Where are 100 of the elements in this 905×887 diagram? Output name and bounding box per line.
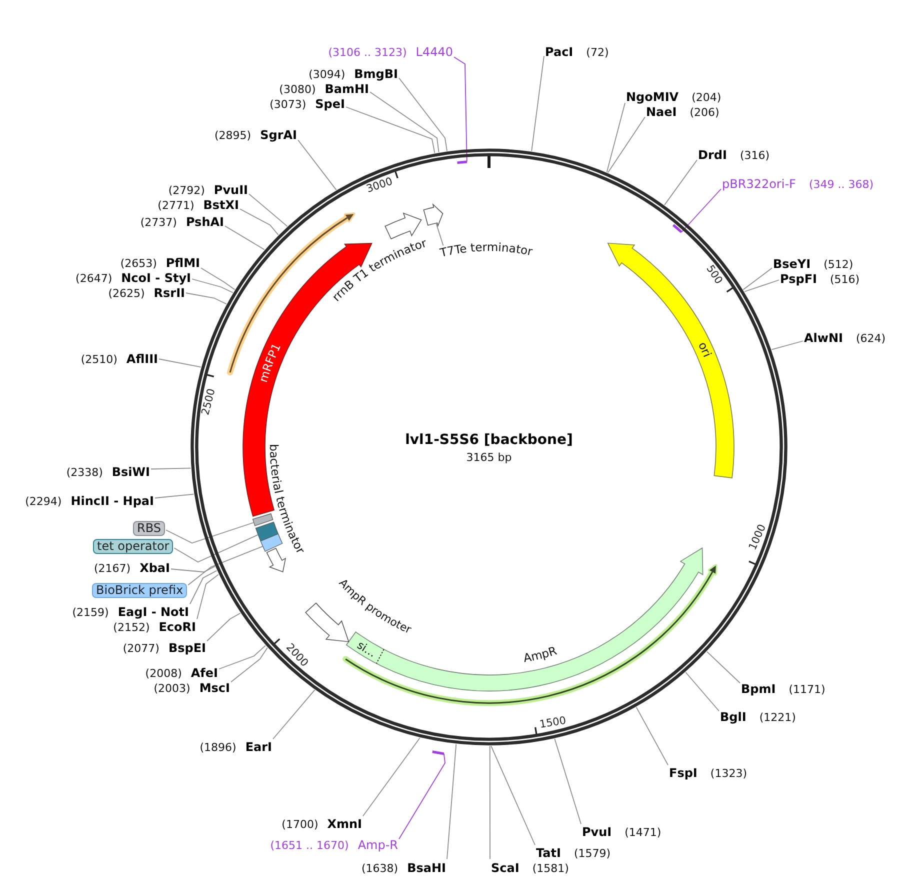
leader-line <box>196 574 219 620</box>
enzyme-name: BmgBI <box>354 67 398 81</box>
site-position: (2003) <box>154 682 190 696</box>
sequence-length: 3165 bp <box>466 451 512 464</box>
site-position: (512) <box>824 258 854 272</box>
site-position: (624) <box>856 332 886 346</box>
primer-mark <box>672 224 682 234</box>
leader-line <box>490 746 536 846</box>
enzyme-name: NgoMIV <box>626 90 679 104</box>
enzyme-name: BamHI <box>324 82 369 96</box>
enzyme-name: BsaHI <box>407 861 446 875</box>
enzyme-name: BseYI <box>773 257 811 271</box>
leader-line <box>186 292 227 304</box>
site-position: (1581) <box>532 862 569 876</box>
leader-line <box>218 645 266 670</box>
leader-line <box>298 140 337 190</box>
site-position: (2771) <box>158 199 194 213</box>
leader-line <box>531 56 544 152</box>
site-position: (1638) <box>362 862 398 876</box>
primer-mark <box>457 160 467 164</box>
leader-line <box>166 522 254 544</box>
leader-line <box>272 690 316 740</box>
site-position: (1323) <box>710 767 747 781</box>
leader-line <box>192 278 234 294</box>
site-position: (2792) <box>168 184 205 198</box>
feature-label: T7Te terminator <box>438 240 534 260</box>
enzyme-name: EarI <box>245 740 272 754</box>
leader-line <box>664 160 698 206</box>
site-position: (3073) <box>270 98 306 112</box>
primer-position: (3106 .. 3123) <box>328 46 407 60</box>
enzyme-name: NcoI - StyI <box>121 271 191 285</box>
leader-line <box>742 268 772 290</box>
leader-line <box>706 651 740 684</box>
primer-name: L4440 <box>416 45 453 59</box>
site-position: (2895) <box>214 129 252 143</box>
site-position: (2294) <box>25 495 62 509</box>
leader-line <box>636 706 668 766</box>
leader-line <box>607 116 646 174</box>
primer-position: (1651 .. 1670) <box>270 839 349 853</box>
site-position: (1700) <box>282 818 318 832</box>
enzyme-name: ScaI <box>491 861 520 875</box>
leader-line <box>174 534 259 562</box>
leader-line <box>771 340 804 350</box>
feature-tag: tet operator <box>93 538 174 554</box>
site-position: (2159) <box>72 606 109 620</box>
leader-line <box>248 194 288 227</box>
enzyme-name: AfeI <box>190 666 218 680</box>
site-position: (1579) <box>574 847 611 861</box>
leader-line <box>606 102 626 173</box>
enzyme-name: EcoRI <box>158 620 196 634</box>
leader-line <box>398 753 446 840</box>
leader-line <box>554 738 582 824</box>
feature-tag: BioBrick prefix <box>92 582 188 598</box>
site-position: (2338) <box>66 466 103 480</box>
leader-line <box>436 222 444 246</box>
leader-line <box>346 106 436 154</box>
feature-label: ori <box>696 340 714 360</box>
site-position: (206) <box>690 106 720 120</box>
enzyme-name: PvuII <box>214 183 248 197</box>
site-position: (2625) <box>108 287 145 301</box>
leader-line <box>681 188 722 233</box>
site-position: (2647) <box>76 272 112 286</box>
enzyme-name: PflMI <box>166 256 200 270</box>
site-position: (2152) <box>113 621 150 635</box>
enzyme-name: RsrII <box>154 286 185 300</box>
leader-line <box>446 744 457 860</box>
enzyme-name: BstXI <box>203 198 239 212</box>
leader-line <box>154 494 194 498</box>
leader-line <box>489 746 490 860</box>
enzyme-name: HincII - HpaI <box>70 494 154 508</box>
tick-label: 1500 <box>538 714 567 731</box>
enzyme-name: XbaI <box>140 561 170 575</box>
site-position: (516) <box>830 273 860 287</box>
enzyme-name: EagI - NotI <box>118 605 189 619</box>
site-position: (2077) <box>122 642 160 656</box>
leader-line <box>685 672 720 712</box>
leader-line <box>370 92 440 153</box>
enzyme-name: DrdI <box>698 148 727 162</box>
enzyme-name: SgrAI <box>260 128 297 142</box>
leader-line <box>206 612 241 642</box>
feature-block <box>252 513 274 526</box>
leader-line <box>362 737 420 816</box>
primer-name: Amp-R <box>358 838 398 852</box>
enzyme-name: SpeI <box>315 97 345 111</box>
site-position: (2167) <box>94 562 131 576</box>
site-position: (2008) <box>145 667 182 681</box>
enzyme-name: TatI <box>536 846 561 860</box>
leader-line <box>230 647 268 682</box>
tick-label: 1000 <box>746 522 768 552</box>
enzyme-name: BpmI <box>741 682 776 696</box>
enzyme-name: PspFI <box>780 272 817 286</box>
enzyme-name: PvuI <box>582 825 612 839</box>
leader-line <box>744 280 780 292</box>
site-position: (1221) <box>759 711 796 725</box>
site-position: (1471) <box>624 826 662 840</box>
leader-line <box>398 78 448 152</box>
enzyme-name: BsiWI <box>112 465 150 479</box>
enzyme-name: XmnI <box>327 817 362 831</box>
feature-label: si… <box>354 638 378 660</box>
enzyme-name: MscI <box>199 681 230 695</box>
